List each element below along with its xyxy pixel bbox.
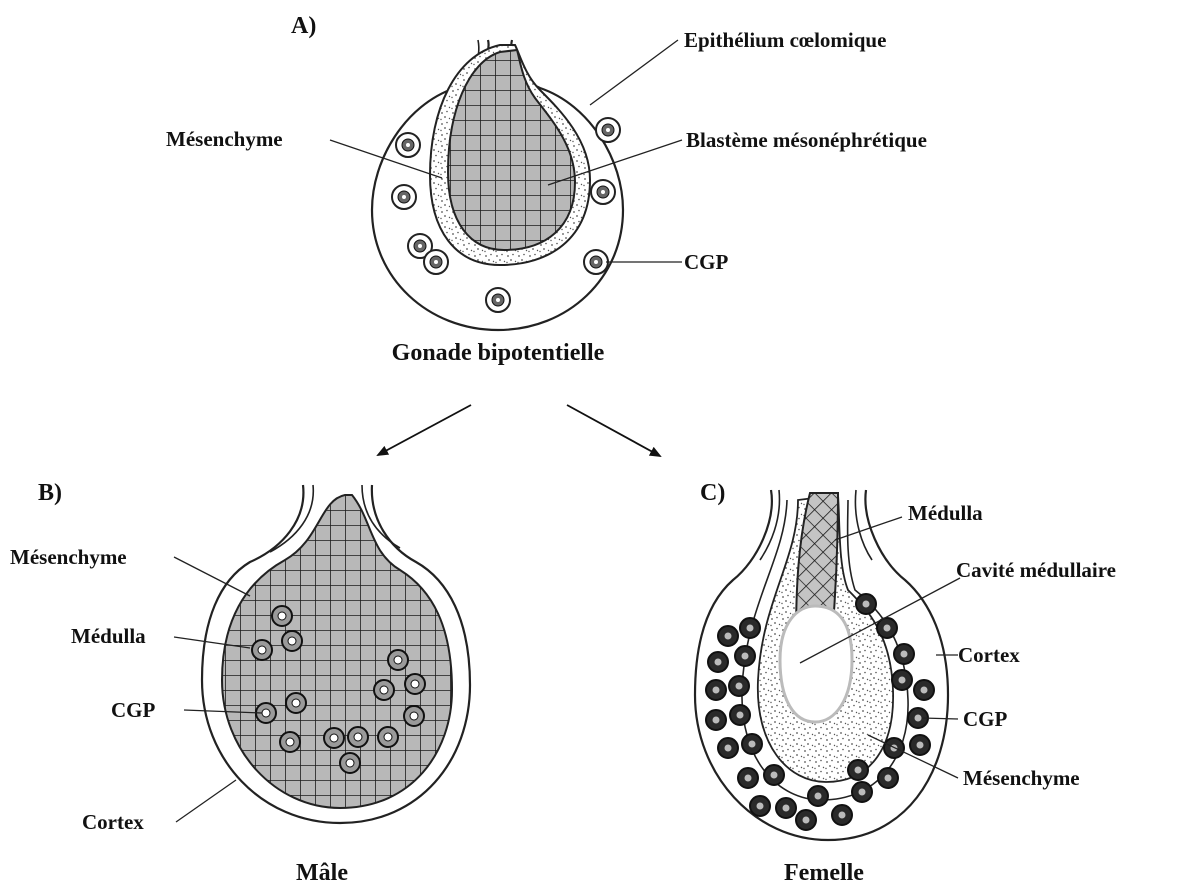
germ-cell: [340, 753, 360, 773]
germ-cell: [892, 670, 912, 690]
panel-c-diagram: C) Médulla Cavité médullaire Cortex CGP …: [695, 480, 1116, 886]
germ-cell: [776, 798, 796, 818]
germ-cell: [729, 676, 749, 696]
panel-a-tag: A): [291, 13, 316, 39]
arrow-to-male: [378, 405, 471, 455]
germ-cell: [404, 706, 424, 726]
panel-c-tag: C): [700, 480, 725, 506]
germ-cell: [856, 594, 876, 614]
arrow-to-female: [567, 405, 660, 456]
germ-cell: [730, 705, 750, 725]
germ-cell: [796, 810, 816, 830]
germ-cell: [740, 618, 760, 638]
label-mesenchyme-a: Mésenchyme: [166, 127, 283, 151]
germ-cell: [584, 250, 608, 274]
germ-cell: [848, 760, 868, 780]
leader-cortex-b: [176, 780, 236, 822]
germ-cell: [596, 118, 620, 142]
germ-cell: [808, 786, 828, 806]
germ-cell: [282, 631, 302, 651]
germ-cell: [708, 652, 728, 672]
germ-cell: [852, 782, 872, 802]
germ-cell: [878, 768, 898, 788]
germ-cell: [392, 185, 416, 209]
caption-c: Femelle: [784, 860, 864, 886]
germ-cell: [764, 765, 784, 785]
leader-epithelium: [590, 40, 678, 105]
germ-cell: [910, 735, 930, 755]
panel-a-diagram: A) Epithélium cœlomique Mésenchyme Blast…: [166, 13, 927, 366]
germ-cell: [706, 710, 726, 730]
germ-cell: [894, 644, 914, 664]
label-cgp-b: CGP: [111, 698, 156, 722]
label-mesenchyme-c: Mésenchyme: [963, 766, 1080, 790]
germ-cell: [424, 250, 448, 274]
label-cavite: Cavité médullaire: [956, 558, 1116, 582]
germ-cell: [486, 288, 510, 312]
caption-a: Gonade bipotentielle: [392, 340, 605, 366]
germ-cell: [718, 626, 738, 646]
germ-cell: [718, 738, 738, 758]
germ-cell: [280, 732, 300, 752]
label-cortex-b: Cortex: [82, 810, 144, 834]
germ-cell: [832, 805, 852, 825]
label-cgp-c: CGP: [963, 707, 1008, 731]
germ-cell: [388, 650, 408, 670]
germ-cell: [735, 646, 755, 666]
germ-cell: [405, 674, 425, 694]
germ-cell: [374, 680, 394, 700]
label-cgp-a: CGP: [684, 250, 729, 274]
label-epithelium: Epithélium cœlomique: [684, 28, 886, 52]
germ-cell: [378, 727, 398, 747]
label-mesenchyme-b: Mésenchyme: [10, 545, 127, 569]
label-cortex-c: Cortex: [958, 643, 1020, 667]
panel-b-diagram: B) Mésenchyme Médulla CGP Cortex Mâle: [10, 480, 470, 886]
germ-cell: [286, 693, 306, 713]
germ-cell: [396, 133, 420, 157]
germ-cell: [252, 640, 272, 660]
germ-cell: [348, 727, 368, 747]
germ-cell: [272, 606, 292, 626]
germ-cell: [738, 768, 758, 788]
label-medulla-b: Médulla: [71, 624, 146, 648]
caption-b: Mâle: [296, 860, 348, 886]
panel-c-medullary-cavity: [780, 606, 852, 722]
germ-cell: [324, 728, 344, 748]
germ-cell: [750, 796, 770, 816]
germ-cell: [914, 680, 934, 700]
germ-cell: [591, 180, 615, 204]
label-blasteme: Blastème mésonéphrétique: [686, 128, 927, 152]
germ-cell: [706, 680, 726, 700]
label-medulla-c: Médulla: [908, 501, 983, 525]
germ-cell: [742, 734, 762, 754]
panel-b-tag: B): [38, 480, 62, 506]
